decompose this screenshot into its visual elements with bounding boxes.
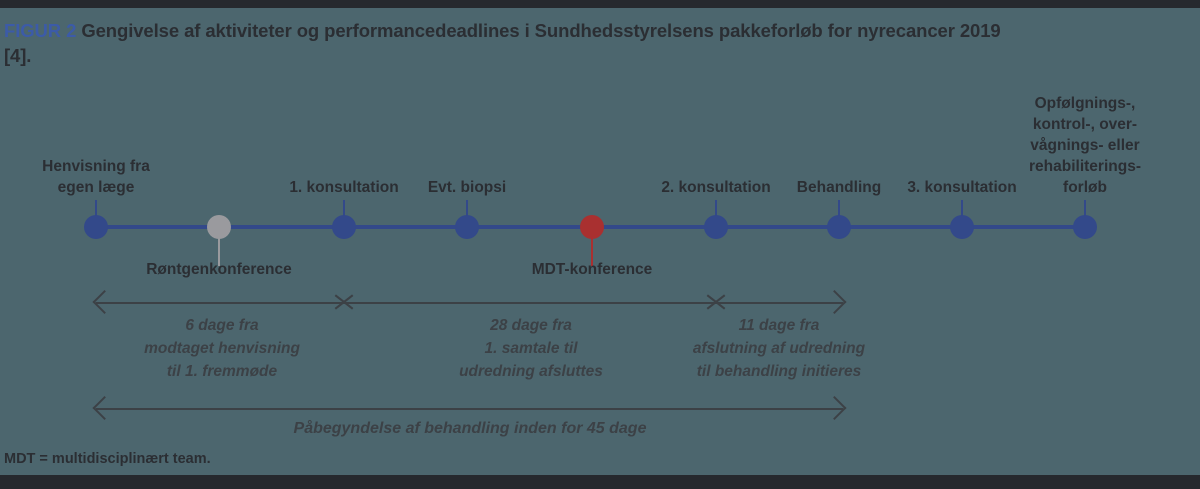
timeline-node-label-henvisning: Henvisning fra egen læge (42, 158, 150, 196)
deadline-28-dage-cross-marker (333, 291, 355, 313)
deadline-6-dage-text: 6 dage fra modtaget henvisning til 1. fr… (144, 317, 300, 380)
timeline-node-stem-konsultation3 (961, 200, 963, 226)
timeline-node-konsultation2[interactable] (704, 215, 728, 239)
deadline-11-dage-arrow-right-icon (822, 289, 847, 315)
timeline-node-label-biopsi: Evt. biopsi (427, 179, 507, 196)
timeline-node-label-konsultation3: 3. konsultation (907, 179, 1017, 196)
deadline-11-dage-text: 11 dage fra afslutning af udredning til … (692, 317, 866, 380)
figure-number-label: FIGUR 2 (4, 20, 77, 41)
timeline-node-opfoelgning[interactable] (1073, 215, 1097, 239)
timeline-node-label-mdt: MDT-konference (531, 261, 653, 278)
timeline-node-stem-roentgen (218, 238, 220, 266)
timeline-node-label-konsultation2: 2. konsultation (661, 179, 771, 196)
deadline-28-dage-text: 28 dage fra 1. samtale til udredning afs… (459, 317, 603, 380)
timeline-node-label-behandling: Behandling (796, 179, 882, 196)
timeline-node-stem-behandling (838, 200, 840, 226)
timeline-node-henvisning[interactable] (84, 215, 108, 239)
total-arrow-right-icon (822, 395, 847, 421)
total-deadline-line (96, 408, 843, 410)
figure-caption: FIGUR 2 Gengivelse af aktiviteter og per… (4, 18, 1004, 68)
deadline-11-dage-cross-marker (705, 291, 727, 313)
bottom-frame-bar (0, 475, 1200, 489)
timeline-node-label-opfoelgning: Opfølgnings-, kontrol-, over- vågnings- … (1029, 95, 1141, 196)
timeline-node-stem-henvisning (95, 200, 97, 226)
timeline-node-stem-opfoelgning (1084, 200, 1086, 226)
deadline-28-dage-line (344, 302, 716, 304)
figure-footnote: MDT = multidisciplinært team. (4, 451, 211, 467)
deadline-11-dage-line (716, 302, 843, 304)
timeline-node-konsultation3[interactable] (950, 215, 974, 239)
timeline-node-stem-mdt (591, 238, 593, 266)
timeline-node-label-roentgen: Røntgenkonference (146, 261, 292, 278)
timeline-node-roentgen[interactable] (207, 215, 231, 239)
timeline-node-behandling[interactable] (827, 215, 851, 239)
total-arrow-left-icon (92, 395, 117, 421)
timeline-node-konsultation1[interactable] (332, 215, 356, 239)
timeline-node-stem-konsultation1 (343, 200, 345, 226)
figure-caption-text: Gengivelse af aktiviteter og performance… (4, 20, 1001, 66)
timeline-node-mdt[interactable] (580, 215, 604, 239)
timeline-node-stem-biopsi (466, 200, 468, 226)
timeline-node-stem-konsultation2 (715, 200, 717, 226)
timeline-node-biopsi[interactable] (455, 215, 479, 239)
total-deadline-text: Påbegyndelse af behandling inden for 45 … (293, 420, 647, 437)
deadline-6-dage-arrow-left-icon (92, 289, 117, 315)
top-frame-bar (0, 0, 1200, 8)
deadline-6-dage-line (96, 302, 344, 304)
timeline-node-label-konsultation1: 1. konsultation (289, 179, 399, 196)
